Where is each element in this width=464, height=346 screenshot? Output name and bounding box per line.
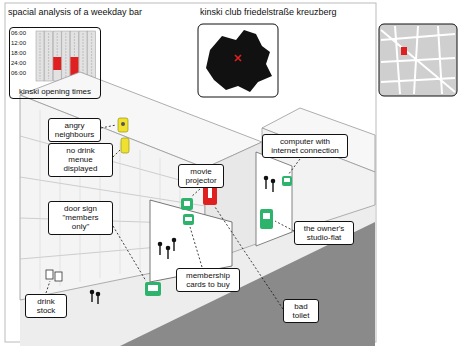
time-label: 12:00 <box>11 40 26 47</box>
person <box>158 242 161 245</box>
people <box>90 176 274 304</box>
person <box>159 246 160 255</box>
toilet-symbol <box>208 188 212 198</box>
eye-symbol <box>121 122 125 126</box>
projector-icon <box>181 198 193 210</box>
leader-line <box>113 226 146 281</box>
callout-box: membership cards to buy <box>176 268 240 292</box>
person <box>272 183 273 192</box>
opening-times-panel: kinski opening times <box>9 27 101 99</box>
card-icon <box>183 214 194 225</box>
callout-box: the owner's studio-flat <box>294 221 354 245</box>
flat-icon <box>260 209 273 229</box>
berlin-map <box>198 24 278 97</box>
time-label: 06:00 <box>11 30 26 37</box>
screen-symbol <box>284 178 290 182</box>
streets <box>381 26 455 94</box>
time-label: 06:00 <box>11 70 26 77</box>
panel-label: kinski opening times <box>19 87 91 96</box>
projector-symbol <box>184 201 190 206</box>
time-label: 24:00 <box>11 60 26 67</box>
bed-symbol <box>263 213 270 219</box>
computer-icon <box>282 176 292 186</box>
street-map <box>379 24 457 96</box>
callout-box: movie projector <box>178 164 224 188</box>
sign-symbol <box>148 285 158 291</box>
person <box>91 294 92 302</box>
leader-line <box>113 150 120 157</box>
callout-box: door sign "members only" <box>48 201 113 235</box>
timetable <box>36 31 96 81</box>
subtitle: kinski club friedelstraße kreuzberg <box>200 7 337 17</box>
location-mark <box>401 47 407 55</box>
person <box>173 242 174 251</box>
berlin-shape <box>206 30 272 92</box>
card-symbol <box>185 217 192 221</box>
callout-text: movie projector <box>183 167 219 185</box>
callout-box: no drink menue displayed <box>48 143 113 177</box>
person <box>167 250 168 259</box>
leader-line <box>288 159 300 175</box>
person <box>264 176 267 179</box>
neighbour-icon <box>118 118 128 132</box>
callout-box: bad toilet <box>283 299 319 323</box>
callout-box: computer with internet connection <box>262 134 348 158</box>
courtyard-passage <box>256 152 292 246</box>
drink-stock-symbol <box>46 270 62 281</box>
callout-text: membership cards to buy <box>181 271 235 289</box>
callout-text: drink stock <box>30 297 62 315</box>
title: spacial analysis of a weekday bar <box>8 7 142 17</box>
leader-line <box>191 189 200 197</box>
open-block <box>53 57 61 70</box>
person <box>172 238 175 241</box>
person <box>90 290 93 293</box>
crate <box>46 270 53 279</box>
person <box>97 296 98 304</box>
map-frame <box>198 24 278 97</box>
callout-text: angry neighbours <box>53 121 96 139</box>
callout-text: bad toilet <box>288 302 314 320</box>
leader-line <box>275 221 294 231</box>
day-name-marks <box>40 33 92 79</box>
callout-text: the owner's studio-flat <box>299 224 349 242</box>
leader-line <box>215 207 283 309</box>
callout-box: angry neighbours <box>48 118 101 142</box>
callout-text: door sign "members only" <box>53 204 108 232</box>
location-cross <box>235 55 241 61</box>
leader-line <box>101 125 116 128</box>
callout-text: computer with internet connection <box>267 137 343 155</box>
menu-icon <box>121 138 129 153</box>
person <box>166 246 169 249</box>
map-frame <box>379 24 457 96</box>
person <box>265 180 266 189</box>
crate <box>55 272 62 281</box>
person <box>271 179 274 182</box>
callout-box: drink stock <box>25 294 67 318</box>
callout-text: no drink menue displayed <box>53 146 108 174</box>
person <box>96 292 99 295</box>
leader-line <box>46 281 50 293</box>
leader-line <box>190 227 202 267</box>
time-label: 18:00 <box>11 50 26 57</box>
door-sign-icon <box>145 282 161 296</box>
